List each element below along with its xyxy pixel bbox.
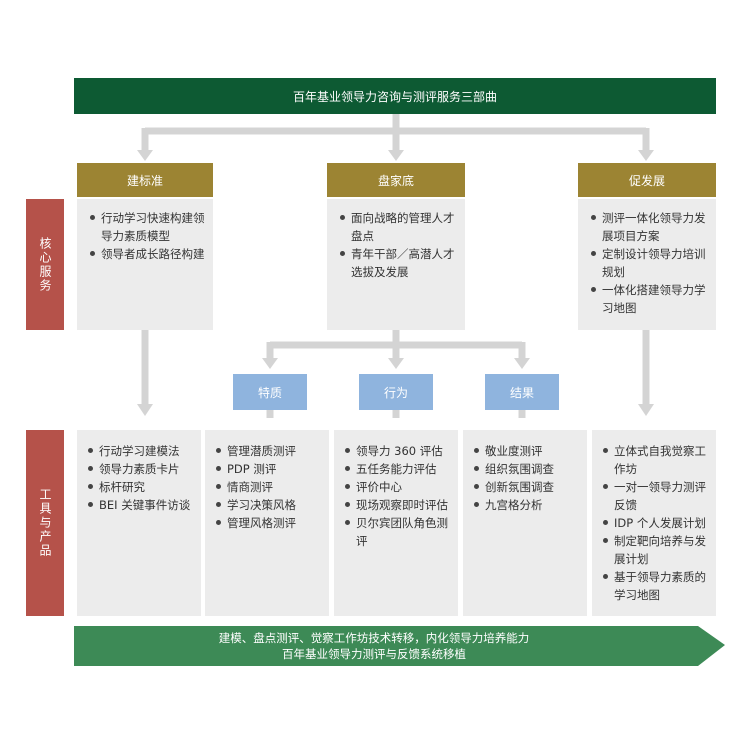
product-box-standard-tools: 行动学习建模法 领导力素质卡片 标杆研究 BEI 关键事件访谈 — [77, 430, 201, 616]
service-item: 测评一体化领导力发展项目方案 — [590, 209, 708, 245]
service-item: 面向战略的管理人才盘点 — [339, 209, 457, 245]
product-box-trait-tools: 管理潜质测评 PDP 测评 情商测评 学习决策风格 管理风格测评 — [205, 430, 329, 616]
subcategory-trait: 特质 — [233, 374, 307, 410]
bottom-arrow-text: 建模、盘点测评、觉察工作坊技术转移，内化领导力培养能力 百年基业领导力测评与反馈… — [74, 626, 674, 666]
product-box-result-tools: 敬业度测评 组织氛围调查 创新氛围调查 九宫格分析 — [463, 430, 587, 616]
service-header-inventory: 盘家底 — [327, 163, 465, 197]
service-item: 定制设计领导力培训规划 — [590, 245, 708, 281]
product-item: 管理风格测评 — [215, 514, 323, 532]
product-item: PDP 测评 — [215, 460, 323, 478]
service-item: 青年干部／高潜人才选拔及发展 — [339, 245, 457, 281]
product-item: 创新氛围调查 — [473, 478, 581, 496]
arrowhead-sub3 — [514, 358, 530, 369]
arrowhead-sub1 — [262, 358, 278, 369]
service-header-standard: 建标准 — [77, 163, 213, 197]
product-item: 组织氛围调查 — [473, 460, 581, 478]
arrowhead-left — [137, 150, 153, 161]
product-item: 基于领导力素质的学习地图 — [602, 568, 710, 604]
product-item: 五任务能力评估 — [344, 460, 452, 478]
label-core-services-text: 核心服务 — [38, 236, 52, 293]
subcategory-behavior: 行为 — [359, 374, 433, 410]
product-item: BEI 关键事件访谈 — [87, 496, 195, 514]
product-item: 一对一领导力测评反馈 — [602, 478, 710, 514]
product-item: IDP 个人发展计划 — [602, 514, 710, 532]
product-item: 立体式自我觉察工作坊 — [602, 442, 710, 478]
arrowhead-right — [638, 150, 654, 161]
bottom-arrow-line-2: 百年基业领导力测评与反馈系统移植 — [282, 647, 466, 661]
product-item: 贝尔宾团队角色测评 — [344, 514, 452, 550]
arrowhead-mid — [388, 150, 404, 161]
product-item: 领导力 360 评估 — [344, 442, 452, 460]
subcategory-result: 结果 — [485, 374, 559, 410]
diagram-title: 百年基业领导力咨询与测评服务三部曲 — [74, 78, 716, 114]
service-item: 领导者成长路径构建 — [89, 245, 205, 263]
product-item: 敬业度测评 — [473, 442, 581, 460]
service-box-standard: 行动学习快速构建领导力素质模型 领导者成长路径构建 — [77, 199, 213, 330]
label-tools-products-text: 工具与产品 — [38, 488, 52, 558]
product-item: 制定靶向培养与发展计划 — [602, 532, 710, 568]
product-item: 行动学习建模法 — [87, 442, 195, 460]
service-item: 一体化搭建领导力学习地图 — [590, 281, 708, 317]
label-core-services: 核心服务 — [26, 199, 64, 330]
bottom-arrow-line-1: 建模、盘点测评、觉察工作坊技术转移，内化领导力培养能力 — [218, 631, 530, 645]
service-box-inventory: 面向战略的管理人才盘点 青年干部／高潜人才选拔及发展 — [327, 199, 465, 330]
product-item: 情商测评 — [215, 478, 323, 496]
product-item: 九宫格分析 — [473, 496, 581, 514]
product-box-behavior-tools: 领导力 360 评估 五任务能力评估 评价中心 现场观察即时评估 贝尔宾团队角色… — [334, 430, 458, 616]
product-item: 管理潜质测评 — [215, 442, 323, 460]
product-item: 领导力素质卡片 — [87, 460, 195, 478]
service-header-development: 促发展 — [578, 163, 716, 197]
product-item: 学习决策风格 — [215, 496, 323, 514]
product-item: 评价中心 — [344, 478, 452, 496]
arrowhead-sub2 — [388, 358, 404, 369]
product-box-development-tools: 立体式自我觉察工作坊 一对一领导力测评反馈 IDP 个人发展计划 制定靶向培养与… — [592, 430, 716, 616]
product-item: 标杆研究 — [87, 478, 195, 496]
service-box-development: 测评一体化领导力发展项目方案 定制设计领导力培训规划 一体化搭建领导力学习地图 — [578, 199, 716, 330]
product-item: 现场观察即时评估 — [344, 496, 452, 514]
label-tools-products: 工具与产品 — [26, 430, 64, 616]
service-item: 行动学习快速构建领导力素质模型 — [89, 209, 205, 245]
bottom-arrow-shape — [74, 626, 725, 666]
arrowhead-left-product — [137, 404, 153, 416]
arrowhead-right-product — [638, 404, 654, 416]
